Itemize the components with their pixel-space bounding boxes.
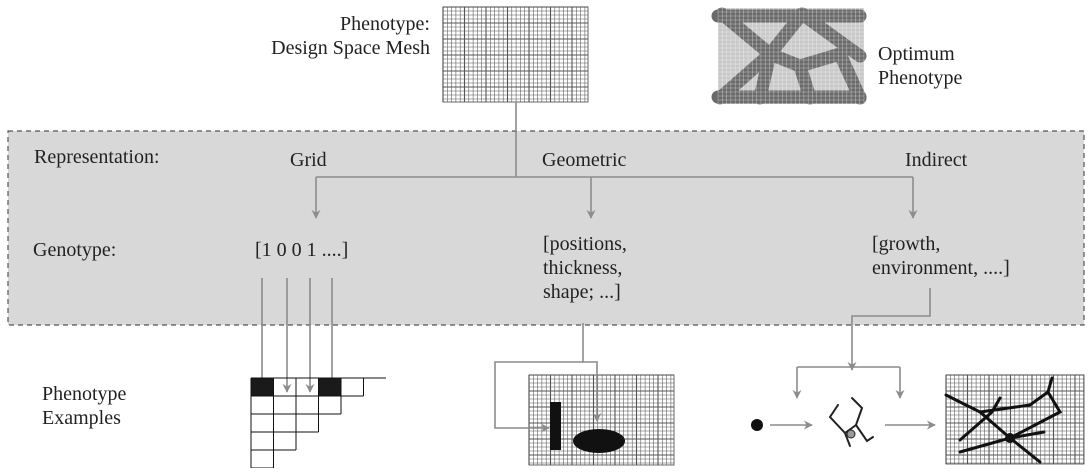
geometric-decode-arrow-2 — [494, 361, 583, 433]
representation-grid: Grid — [290, 149, 327, 171]
indirect-result-mesh-frame — [945, 374, 1085, 465]
design-space-mesh — [442, 6, 589, 103]
genotype-indirect-line2: environment, ....] — [872, 257, 1010, 279]
growth-branch-1 — [828, 404, 851, 447]
phenotype-examples-label: Phenotype Examples — [42, 382, 126, 430]
representation-connectors — [311, 102, 918, 219]
representation-indirect: Indirect — [905, 149, 968, 171]
genotype-indirect-line1: [growth, — [872, 233, 941, 255]
growth-branch-2 — [844, 397, 864, 434]
seed-dot — [751, 419, 763, 431]
examples-line1: Phenotype — [42, 383, 127, 405]
optimum-phenotype-image — [711, 7, 867, 105]
geometric-ellipse — [573, 429, 625, 453]
examples-line2: Examples — [42, 407, 121, 429]
genotype-grid: [1 0 0 1 ....] — [255, 239, 349, 261]
grid-decode-arrows — [257, 278, 337, 393]
genotype-geometric-line2: thickness, — [543, 257, 623, 279]
representation-geometric: Geometric — [542, 149, 627, 171]
geometric-bar — [550, 402, 561, 450]
phenotype-title-line1: Phenotype: — [340, 13, 430, 35]
genotype-geometric-line3: shape; ...] — [543, 281, 621, 303]
genotype-geometric-line1: [positions, — [543, 233, 627, 255]
structure-member — [1008, 376, 1063, 440]
indirect-result-structure — [944, 376, 1063, 464]
structure-member — [978, 390, 1050, 414]
optimum-member — [795, 7, 867, 63]
geometric-decode-arrow — [582, 323, 602, 422]
structure-member — [958, 396, 1002, 442]
genotype-label: Genotype: — [33, 239, 117, 261]
genotype-geometric: [positions, thickness, shape; ...] — [543, 232, 627, 304]
geometric-mesh-frame — [528, 374, 675, 466]
grid-phenotype-example — [250, 377, 386, 473]
geometric-mesh — [528, 374, 675, 466]
representation-label: Representation: — [34, 146, 160, 168]
geometric-shapes — [494, 323, 625, 453]
structure-member — [944, 393, 1042, 464]
indirect-growth-process — [751, 288, 936, 447]
growth-branch-3 — [855, 424, 874, 443]
representation-band — [7, 130, 1085, 326]
genotype-indirect: [growth, environment, ....] — [872, 232, 1010, 280]
indirect-main-arrow — [847, 288, 931, 371]
optimum-line1: Optimum — [878, 43, 955, 65]
structure-node — [1005, 433, 1015, 443]
phenotype-mesh-title: Phenotype: Design Space Mesh — [271, 12, 430, 60]
optimum-phenotype-label: Optimum Phenotype — [878, 42, 962, 90]
growth-node — [846, 429, 856, 439]
filled-cell — [318, 378, 341, 396]
phenotype-title-line2: Design Space Mesh — [271, 37, 430, 59]
optimum-line2: Phenotype — [878, 67, 963, 89]
filled-cell — [251, 378, 274, 396]
